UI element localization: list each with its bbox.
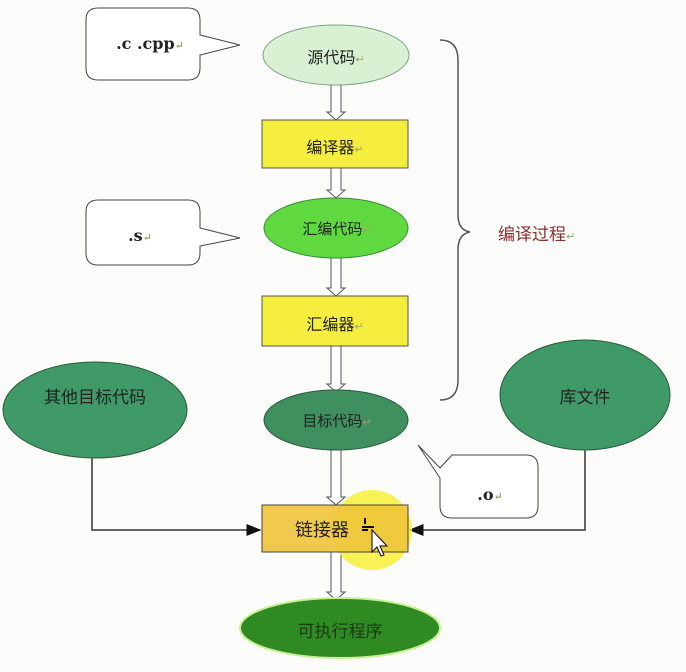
library-connector [408, 450, 586, 536]
label-source-code: 源代码↵ [307, 48, 365, 67]
node-other-object-code [2, 361, 188, 459]
callout-source-ext [85, 7, 241, 81]
label-object-code: 目标代码↵ [302, 412, 372, 430]
label-assembly-code: 汇编代码↵ [302, 220, 372, 238]
node-library-files [499, 339, 671, 451]
label-compile-process: 编译过程↵ [498, 225, 576, 245]
node-object-code [263, 389, 409, 451]
flow-arrows [325, 84, 347, 601]
node-assembly-code [263, 197, 409, 259]
node-executable [239, 597, 441, 659]
label-executable: 可执行程序 [297, 622, 383, 642]
callout-obj-ext [417, 444, 539, 519]
label-assembler: 汇编器↵ [306, 315, 364, 334]
callout-obj-ext-text: .o↵ [477, 485, 503, 504]
mouse-cursor-icon [362, 518, 389, 557]
label-linker: 链接器 [295, 520, 349, 541]
label-library-files: 库文件 [559, 388, 611, 408]
callout-source-ext-text: .c .cpp↵ [116, 34, 184, 53]
callout-asm-ext-text: .s↵ [128, 226, 152, 245]
compile-brace [439, 39, 471, 401]
node-source-code [262, 24, 410, 86]
callout-asm-ext [85, 199, 241, 266]
node-compiler [261, 119, 409, 169]
node-assembler [261, 295, 409, 347]
label-other-object-code: 其他目标代码 [44, 388, 146, 408]
other-object-connector [91, 458, 262, 536]
label-compiler: 编译器↵ [306, 138, 364, 157]
